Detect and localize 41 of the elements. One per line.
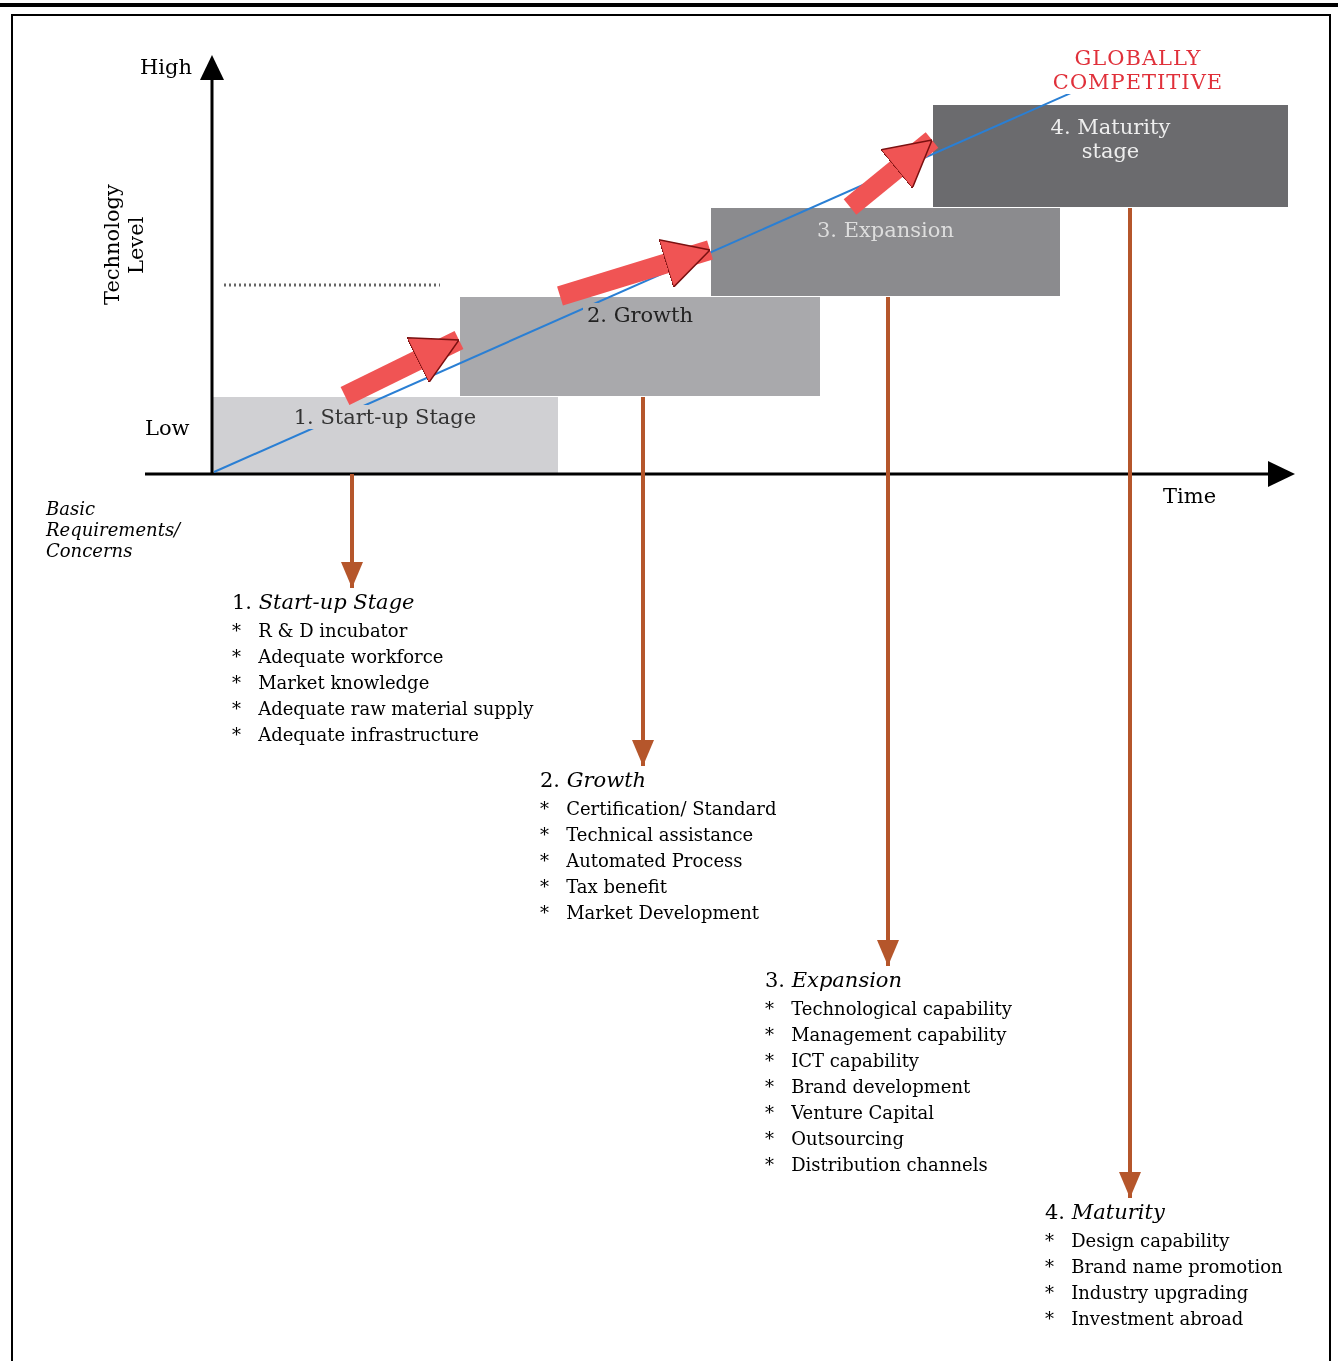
list-item: * Adequate infrastructure (232, 723, 480, 747)
stage-box (460, 297, 820, 396)
list-item: * Brand development (765, 1075, 972, 1099)
list-item: * Distribution channels (765, 1153, 989, 1177)
list-item: * Design capability (1045, 1229, 1231, 1253)
list-heading: 2. Growth (540, 768, 648, 792)
block-arrow (843, 132, 939, 215)
list-item: * Investment abroad (1045, 1307, 1245, 1331)
list-item: * Adequate workforce (232, 645, 445, 669)
list-item: * Management capability (765, 1023, 1008, 1047)
stage-box (933, 105, 1288, 207)
list-item: * Technical assistance (540, 823, 755, 847)
list-item: * Outsourcing (765, 1127, 905, 1151)
list-item: * Automated Process (540, 849, 744, 873)
note-text: Basic Requirements/ Concerns (46, 498, 183, 561)
block-arrow (557, 238, 713, 306)
arrow (1119, 208, 1141, 1198)
list-item: * Market Development (540, 901, 760, 925)
list-heading: 3. Expansion (765, 968, 904, 992)
list-item: * Market knowledge (232, 671, 431, 695)
arrow (632, 397, 654, 766)
block-arrow (340, 331, 464, 405)
list-item: * Adequate raw material supply (232, 697, 534, 721)
list-heading: 4. Maturity (1045, 1200, 1166, 1224)
list-item: * Certification/ Standard (540, 797, 777, 821)
list-item: * Tax benefit (540, 875, 669, 899)
axis-label: Low (145, 416, 190, 440)
stage-box (711, 208, 1060, 296)
list-item: * ICT capability (765, 1049, 921, 1073)
list-item: * Venture Capital (765, 1101, 936, 1125)
axis-title: Time (1163, 484, 1217, 508)
arrow (877, 297, 899, 966)
arrow (341, 474, 363, 588)
list-item: * Industry upgrading (1045, 1281, 1250, 1305)
list-item: * Brand name promotion (1045, 1255, 1283, 1279)
axis-label: High (140, 55, 192, 79)
list-heading: 1. Start-up Stage (232, 590, 416, 614)
list-item: * Technological capability (765, 997, 1012, 1021)
axis-title: Technology Level (100, 183, 149, 308)
stage-box (212, 397, 558, 473)
list-item: * R & D incubator (232, 619, 409, 643)
